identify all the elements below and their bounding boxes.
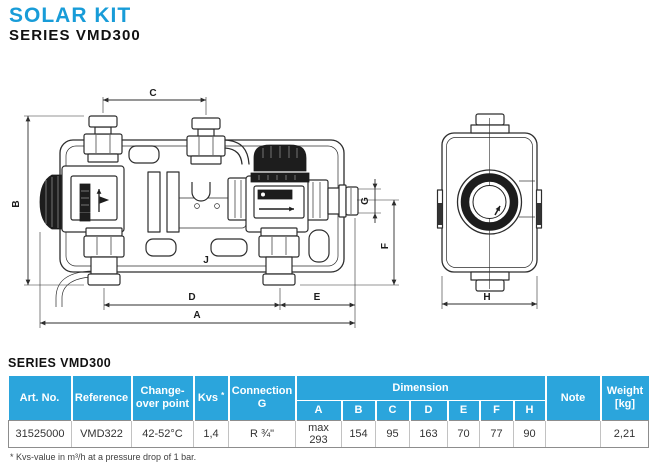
shell-slot xyxy=(128,145,160,164)
table-heading: SERIES VMD300 xyxy=(8,356,112,370)
cell-kvs: 1,4 xyxy=(193,420,229,448)
col-header-kvs: Kvs * xyxy=(193,376,230,421)
dim-label-c: C xyxy=(149,88,156,99)
col-header-dim-f: F xyxy=(479,400,515,421)
col-header-dim-e: E xyxy=(447,400,481,421)
cell-dim-f: 77 xyxy=(479,420,514,448)
screw-hole xyxy=(194,203,200,209)
dim-label-g: G xyxy=(360,197,371,205)
cell-dim-e: 70 xyxy=(447,420,480,448)
flow-pointer-icon xyxy=(99,196,110,204)
table-row: 31525000 VMD322 42-52°C 1,4 R ¾" max 293… xyxy=(8,420,649,448)
thermostatic-valve xyxy=(227,144,329,243)
outlet-port xyxy=(327,184,359,218)
spec-table: Art. No. Reference Change- over point Kv… xyxy=(8,376,649,448)
side-clip-right-dark xyxy=(537,203,541,225)
dim-label-f: F xyxy=(380,243,391,249)
brand-logo-icon xyxy=(79,212,91,222)
cell-dim-h: 90 xyxy=(513,420,546,448)
bottom-connection-right xyxy=(258,227,300,286)
col-header-dim-a: A xyxy=(295,400,343,421)
bypass-pipe xyxy=(224,139,250,165)
cell-reference: VMD322 xyxy=(71,420,132,448)
cell-note xyxy=(545,420,601,448)
shutoff-knob xyxy=(39,174,69,230)
shell-slot xyxy=(308,229,330,263)
dim-label-h: H xyxy=(483,292,490,303)
pipe-column xyxy=(147,171,161,233)
front-view xyxy=(39,115,359,307)
cell-dim-d: 163 xyxy=(409,420,448,448)
technical-drawing: C B D E A G F J H xyxy=(11,88,543,328)
cell-weight: 2,21 xyxy=(600,420,649,448)
cell-art-no: 31525000 xyxy=(8,420,72,448)
flow-indicator xyxy=(61,165,125,233)
pump-arrow-icon xyxy=(494,205,501,216)
col-header-change-over: Change- over point xyxy=(131,376,195,421)
col-group-dimension: Dimension xyxy=(295,376,547,401)
spec-table-section: SERIES VMD300 Art. No. Reference Change-… xyxy=(8,356,649,462)
col-header-dim-b: B xyxy=(341,400,377,421)
col-header-dim-d: D xyxy=(409,400,449,421)
col-header-weight: Weight [kg] xyxy=(600,376,649,421)
cell-dim-c: 95 xyxy=(375,420,410,448)
bypass-pipe xyxy=(224,147,243,165)
side-top-cap xyxy=(475,113,505,126)
side-clip-left-dark xyxy=(438,203,442,225)
pump-face-inner xyxy=(472,185,507,219)
kvs-label: Kvs xyxy=(197,392,218,405)
pipe-clamp xyxy=(191,182,211,202)
shell-slot xyxy=(145,238,177,257)
cell-dim-a: max 293 xyxy=(295,420,342,448)
side-view xyxy=(436,113,543,292)
kvs-footnote-mark: * xyxy=(221,391,225,401)
valve-knob-cap xyxy=(253,144,307,173)
col-header-art-no: Art. No. xyxy=(8,376,73,421)
temperature-scale xyxy=(250,172,310,183)
pump-face-outer xyxy=(456,169,523,235)
logo-dot-icon xyxy=(261,192,265,197)
cell-connection: R ¾" xyxy=(228,420,296,448)
cell-dim-b: 154 xyxy=(341,420,376,448)
col-header-connection: Connection G xyxy=(228,376,297,421)
side-top-collar xyxy=(470,124,510,134)
side-bottom-collar xyxy=(470,271,510,281)
col-header-note: Note xyxy=(545,376,602,421)
dim-label-d: D xyxy=(188,292,195,303)
bottom-connection-left xyxy=(83,227,125,286)
page-header: SOLAR KIT SERIES VMD300 xyxy=(9,4,141,45)
dimension-lines: C B D E A G F J H xyxy=(11,88,538,328)
top-connection-left xyxy=(83,115,123,163)
shell-slot xyxy=(210,238,248,257)
col-header-dim-h: H xyxy=(513,400,547,421)
pump-ring xyxy=(460,173,519,231)
valve-label-logo xyxy=(257,189,293,200)
col-header-reference: Reference xyxy=(71,376,133,421)
page-title: SOLAR KIT xyxy=(9,4,132,27)
kvs-footnote: * Kvs-value in m³/h at a pressure drop o… xyxy=(10,452,197,462)
page-subtitle: SERIES VMD300 xyxy=(9,27,141,45)
dim-label-b: B xyxy=(11,200,22,207)
dim-label-j: J xyxy=(203,255,209,266)
side-bottom-cap xyxy=(475,279,505,292)
cell-change-over: 42-52°C xyxy=(131,420,194,448)
screw-hole xyxy=(214,203,220,209)
dim-label-e: E xyxy=(314,292,321,303)
dim-label-a: A xyxy=(193,310,200,321)
top-connection-right xyxy=(186,117,226,165)
col-header-dim-c: C xyxy=(375,400,411,421)
bracket-hook xyxy=(55,270,93,307)
pipe-column xyxy=(166,171,180,233)
